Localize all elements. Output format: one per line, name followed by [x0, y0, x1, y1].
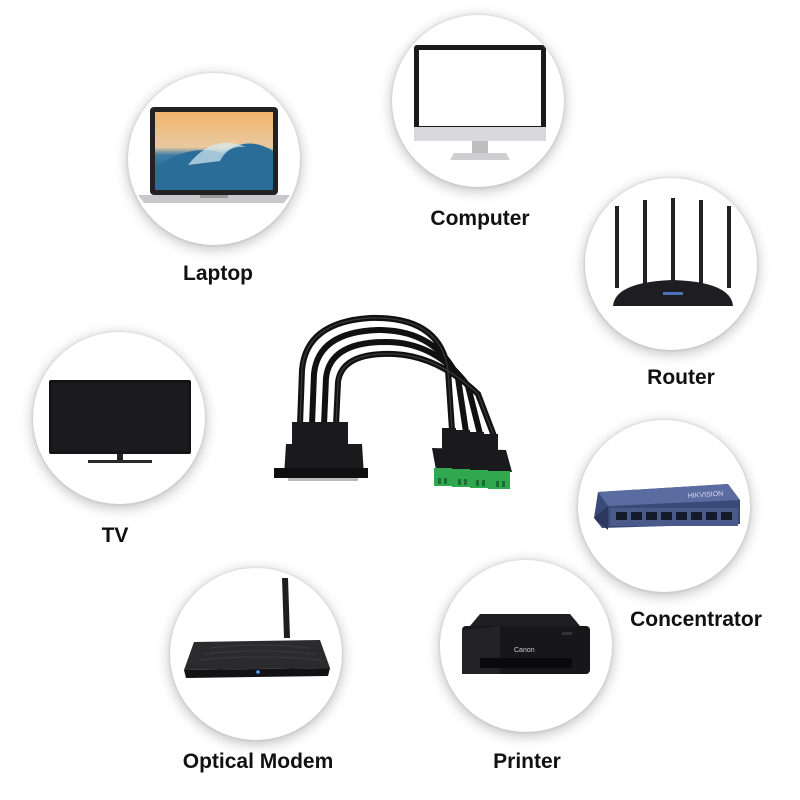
- router-icon: [613, 198, 733, 306]
- switch-brand-text: HIKVISION: [688, 491, 724, 500]
- label-optical-modem: Optical Modem: [182, 750, 334, 773]
- label-tv: TV: [101, 524, 129, 547]
- laptop-icon: [138, 107, 290, 203]
- printer-icon: Canon: [462, 614, 590, 674]
- tv-circle: [33, 332, 205, 504]
- label-laptop: Laptop: [183, 262, 253, 285]
- laptop-circle: [128, 73, 300, 245]
- printer-brand-text: Canon: [514, 647, 535, 654]
- label-printer: Printer: [493, 750, 561, 773]
- modem-icon: [184, 578, 330, 678]
- label-computer: Computer: [430, 207, 530, 230]
- network-switch-icon: HIKVISION: [594, 484, 740, 530]
- label-router: Router: [647, 366, 715, 389]
- optical-modem-circle: [170, 568, 342, 740]
- label-concentrator: Concentrator: [630, 608, 762, 631]
- monitor-icon: [414, 45, 546, 160]
- computer-circle: [392, 15, 564, 187]
- router-circle: [585, 178, 757, 350]
- ethernet-cable-splitter-icon: [274, 314, 512, 489]
- concentrator-circle: HIKVISION: [578, 420, 750, 592]
- printer-circle: Canon: [440, 560, 612, 732]
- tv-icon: [49, 380, 191, 463]
